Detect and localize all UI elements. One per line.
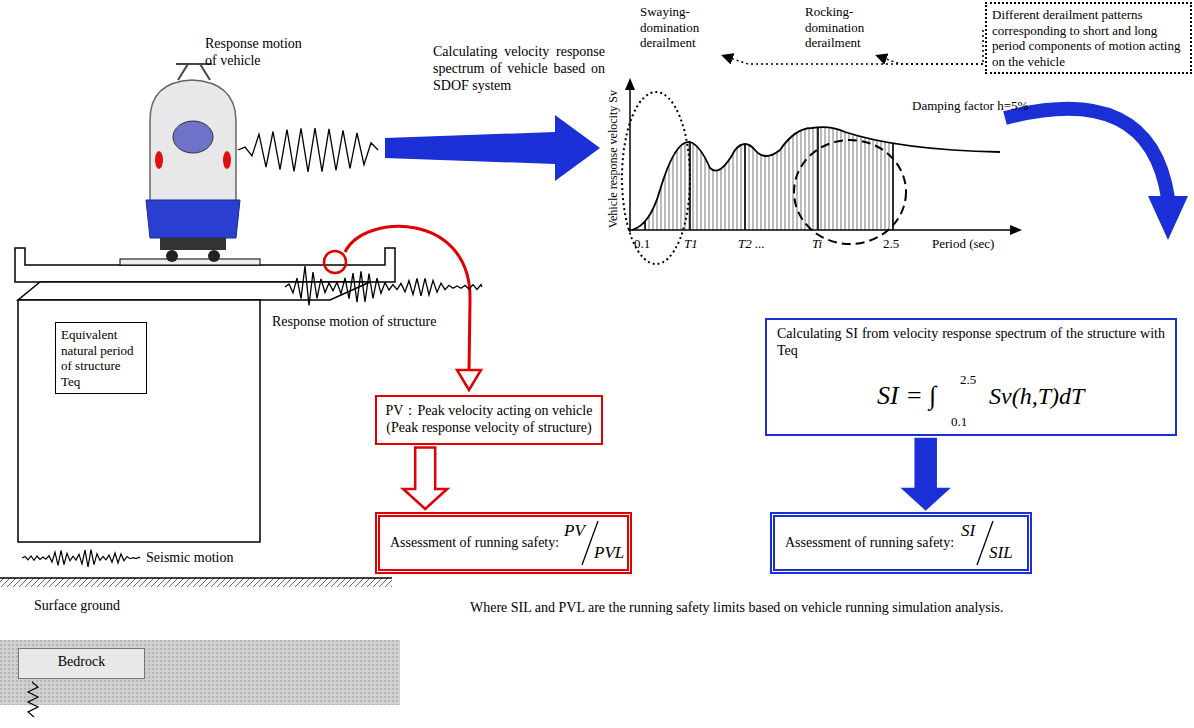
box-text-part: SIL bbox=[989, 543, 1013, 563]
pv-box: PV：Peak velocity acting on vehicle (Peak… bbox=[375, 395, 603, 445]
blue-arrow bbox=[385, 115, 600, 181]
dotted-pointer bbox=[878, 56, 983, 64]
pv-assessment-box: Assessment of running safety: PV PVL bbox=[375, 512, 632, 574]
box-text: Different derailment patterns correspond… bbox=[992, 7, 1185, 69]
motion-label: Seismic motion bbox=[146, 550, 256, 567]
box-text-part: 2.5 bbox=[960, 372, 976, 388]
motion-label: Response motion of structure bbox=[272, 314, 452, 331]
process-label: Calculating velocity response spectrum o… bbox=[433, 44, 605, 94]
box-text-part: Calculating SI from velocity response sp… bbox=[777, 326, 1165, 360]
red-leader bbox=[345, 226, 470, 372]
tick-label: Ti bbox=[812, 236, 836, 252]
pier bbox=[18, 300, 260, 542]
si-box: Calculating SI from velocity response sp… bbox=[765, 318, 1177, 436]
blue-curved-arrow bbox=[1005, 109, 1168, 198]
axis-label: Vehicle response velocity Sv bbox=[606, 74, 620, 244]
tick-label: T1 bbox=[684, 236, 708, 252]
blue-curved-arrow-head bbox=[1148, 196, 1188, 240]
bedrock-symbol bbox=[28, 682, 38, 717]
structure-wave bbox=[285, 266, 482, 305]
bedrock-band bbox=[0, 640, 400, 705]
pier-label-box: Equivalent natural period of structure T… bbox=[55, 322, 147, 394]
box-text: Equivalent natural period of structure T… bbox=[61, 327, 141, 389]
dotted-pointer bbox=[982, 30, 984, 64]
tick-label: 2.5 bbox=[883, 236, 913, 252]
box-text-part: Assessment of running safety: bbox=[390, 535, 559, 552]
region-label: Rocking-domination derailment bbox=[805, 4, 885, 51]
region-label: Swaying-domination derailment bbox=[640, 4, 718, 51]
box-text-part: PV bbox=[564, 521, 585, 541]
si-assessment-box: Assessment of running safety: SI SIL bbox=[770, 512, 1032, 574]
box-text-part: SI bbox=[961, 521, 975, 541]
box-text-part: PVL bbox=[594, 543, 624, 563]
vehicle bbox=[146, 64, 240, 262]
box-text-part: SI = ∫ bbox=[877, 380, 936, 411]
ground-line bbox=[0, 577, 392, 579]
block-arrow bbox=[904, 439, 948, 509]
bedrock-box: Bedrock bbox=[18, 648, 145, 679]
vehicle-wave bbox=[238, 128, 378, 172]
ground-hatch bbox=[0, 578, 392, 587]
motion-label: Response motion of vehicle bbox=[205, 36, 315, 70]
block-arrow bbox=[403, 448, 447, 509]
viaduct-deck bbox=[15, 248, 395, 282]
note-box: Different derailment patterns correspond… bbox=[985, 2, 1192, 74]
box-text-part: Assessment of running safety: bbox=[785, 535, 954, 552]
tick-label: T2 ... bbox=[738, 236, 788, 252]
box-text-part: 0.1 bbox=[951, 414, 967, 430]
red-leader-head bbox=[457, 370, 481, 390]
track-slab bbox=[120, 259, 260, 265]
tick-label: 0.1 bbox=[634, 236, 664, 252]
seismic-wave bbox=[22, 550, 140, 567]
ground-label: Surface ground bbox=[34, 598, 154, 615]
box-text-part: Sv(h,T)dT bbox=[989, 382, 1084, 411]
axis-label: Period (sec) bbox=[932, 236, 1022, 252]
footnote: Where SIL and PVL are the running safety… bbox=[470, 600, 1190, 617]
parameter-label: Damping factor h=5% bbox=[912, 98, 1062, 114]
box-text: Bedrock bbox=[19, 649, 144, 675]
box-text: PV：Peak velocity acting on vehicle (Peak… bbox=[385, 403, 593, 437]
dotted-pointer bbox=[724, 56, 983, 64]
measure-point bbox=[324, 251, 346, 273]
